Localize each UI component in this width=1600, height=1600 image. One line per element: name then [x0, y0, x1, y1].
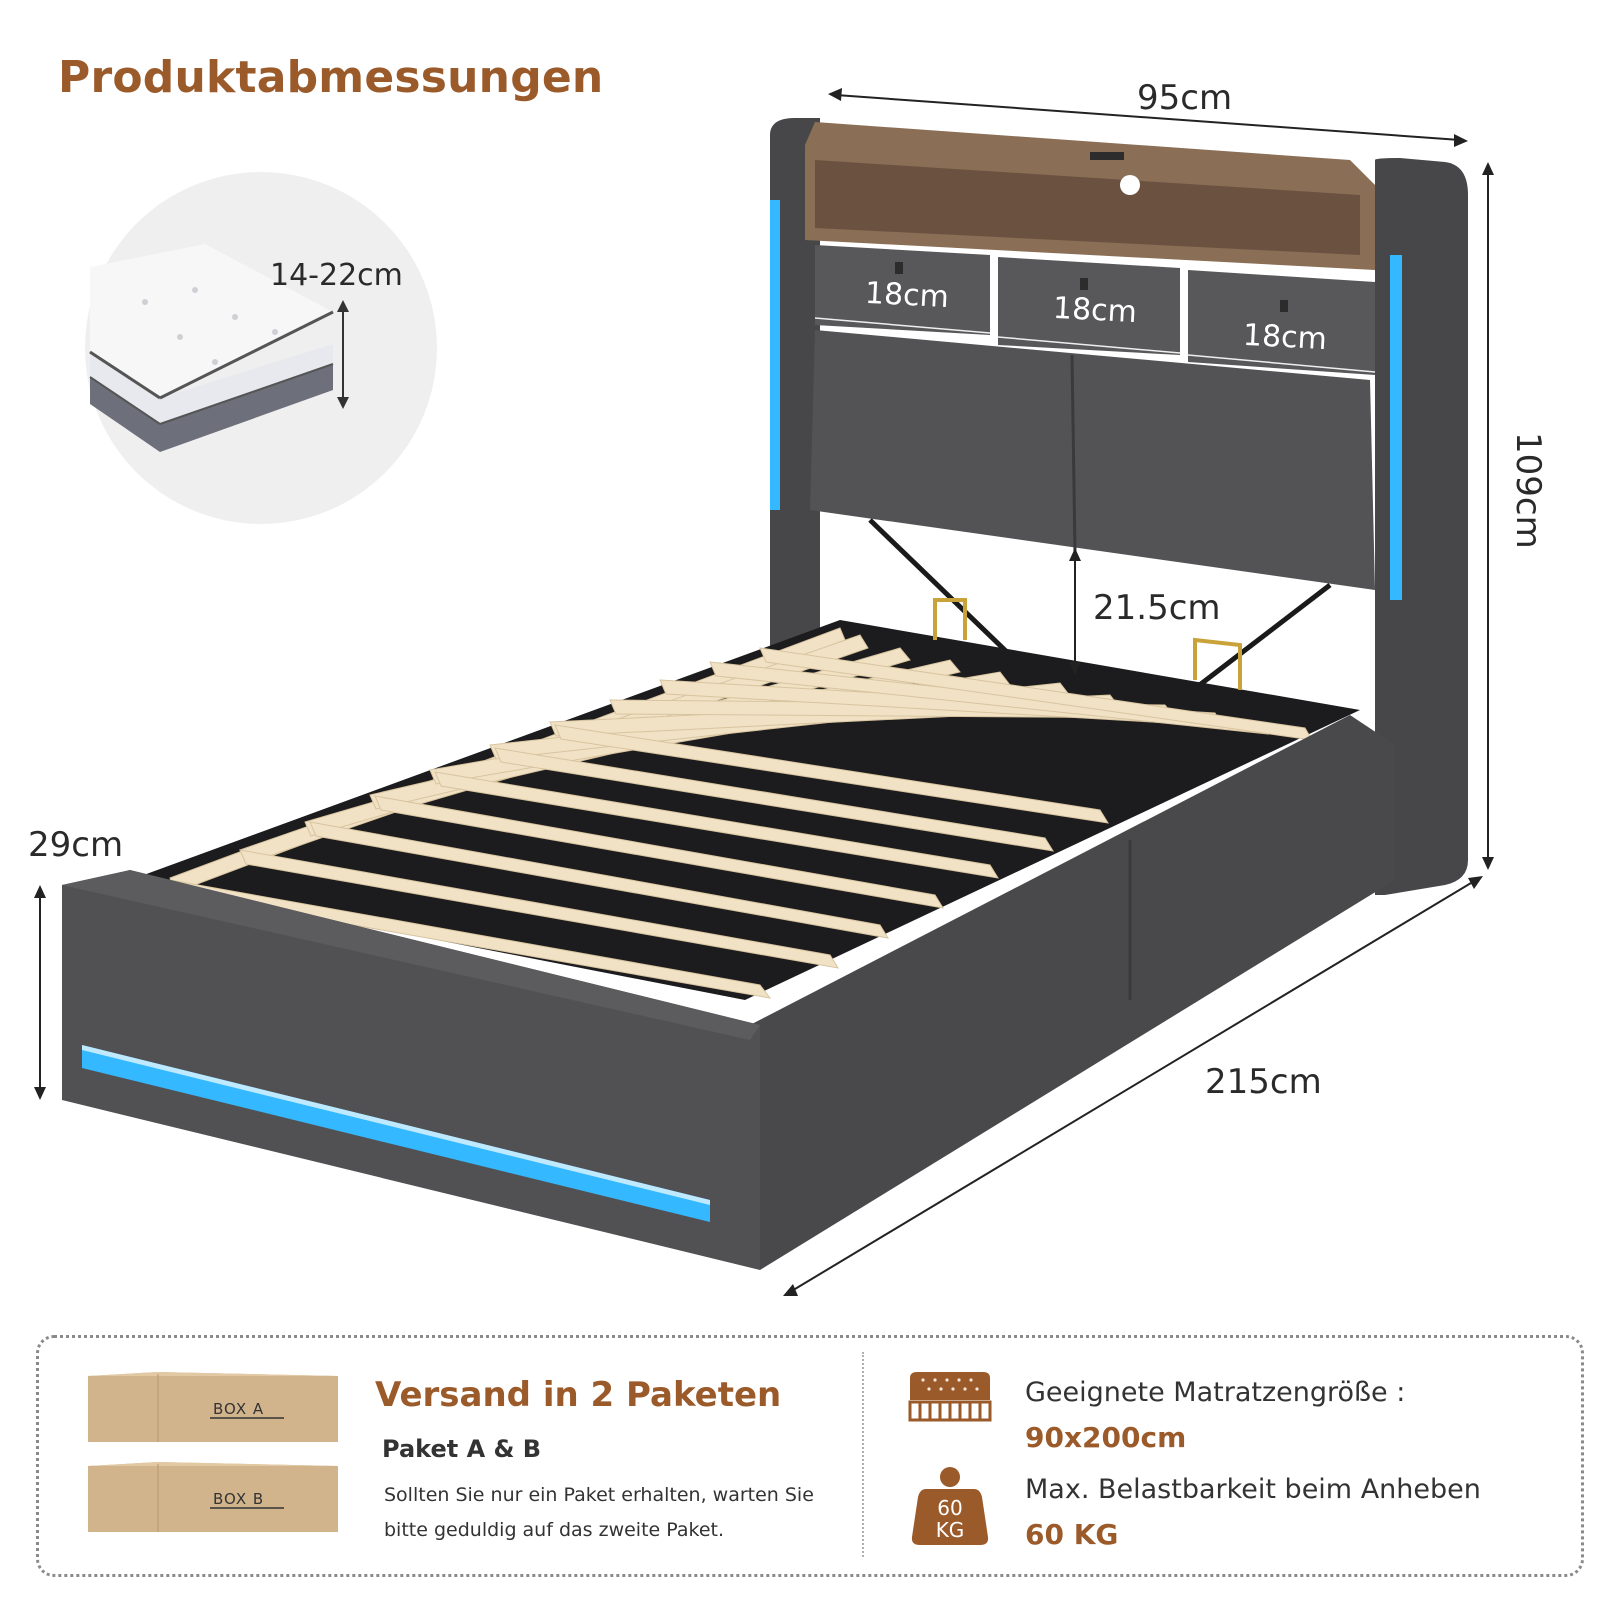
shipping-title: Versand in 2 Paketen — [375, 1375, 782, 1415]
drawer-width-2: 18cm — [1052, 290, 1138, 331]
info-panel — [36, 1335, 1584, 1577]
mattress-thickness-label: 14-22cm — [270, 258, 403, 293]
weight-icon-top: 60 — [937, 1496, 962, 1520]
page-title: Produktabmessungen — [58, 52, 604, 103]
box-b-icon: BOX B — [88, 1462, 338, 1532]
mattress-image — [89, 244, 349, 452]
headboard-led-left — [770, 200, 780, 510]
clearance-label: 21.5cm — [1093, 588, 1221, 628]
drawer-width-3: 18cm — [1242, 317, 1328, 358]
height-label: 109cm — [1508, 432, 1548, 549]
mattress-size-label: Geeignete Matratzengröße : — [1025, 1377, 1406, 1408]
bed-illustration — [34, 88, 1494, 1296]
box-b-text: BOX B — [213, 1490, 264, 1508]
headboard-led-right — [1390, 255, 1402, 600]
box-a-icon: BOX A — [88, 1372, 338, 1442]
mattress-size-value: 90x200cm — [1025, 1421, 1187, 1454]
footboard-led — [82, 1045, 710, 1222]
side-height-label: 29cm — [28, 825, 124, 865]
load-label: Max. Belastbarkeit beim Anheben — [1025, 1474, 1481, 1505]
width-label: 95cm — [1137, 78, 1233, 118]
mattress-size-icon — [908, 1372, 992, 1422]
box-a-text: BOX A — [213, 1400, 264, 1418]
weight-icon: 60 KG — [911, 1467, 989, 1545]
load-value: 60 KG — [1025, 1518, 1119, 1551]
weight-icon-bottom: KG — [936, 1518, 965, 1542]
info-panel-divider — [862, 1352, 864, 1557]
length-label: 215cm — [1205, 1062, 1322, 1102]
packages-note: Sollten Sie nur ein Paket erhalten, wart… — [384, 1484, 814, 1541]
packages-label: Paket A & B — [382, 1435, 542, 1463]
drawer-width-1: 18cm — [864, 275, 950, 316]
